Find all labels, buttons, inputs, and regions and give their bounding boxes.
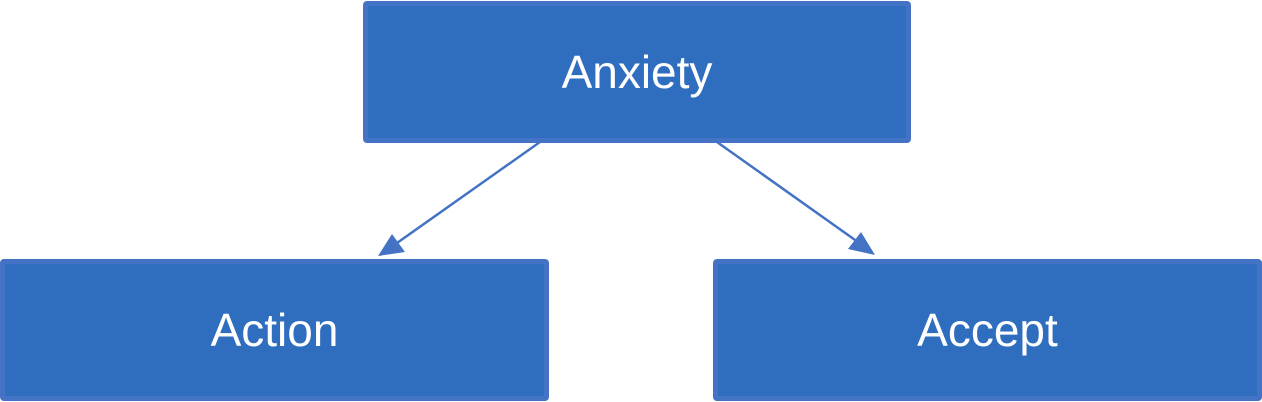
node-anxiety-label: Anxiety [561, 46, 713, 98]
arrowhead-accept [848, 232, 875, 255]
node-anxiety: Anxiety [363, 1, 911, 143]
node-action-label: Action [210, 304, 339, 356]
arrow-anxiety-to-action [379, 140, 541, 257]
node-accept-label: Accept [917, 304, 1058, 356]
node-action: Action [0, 259, 549, 401]
node-accept: Accept [713, 259, 1262, 401]
arrow-anxiety-to-accept [716, 140, 873, 254]
arrowhead-action [378, 234, 405, 256]
